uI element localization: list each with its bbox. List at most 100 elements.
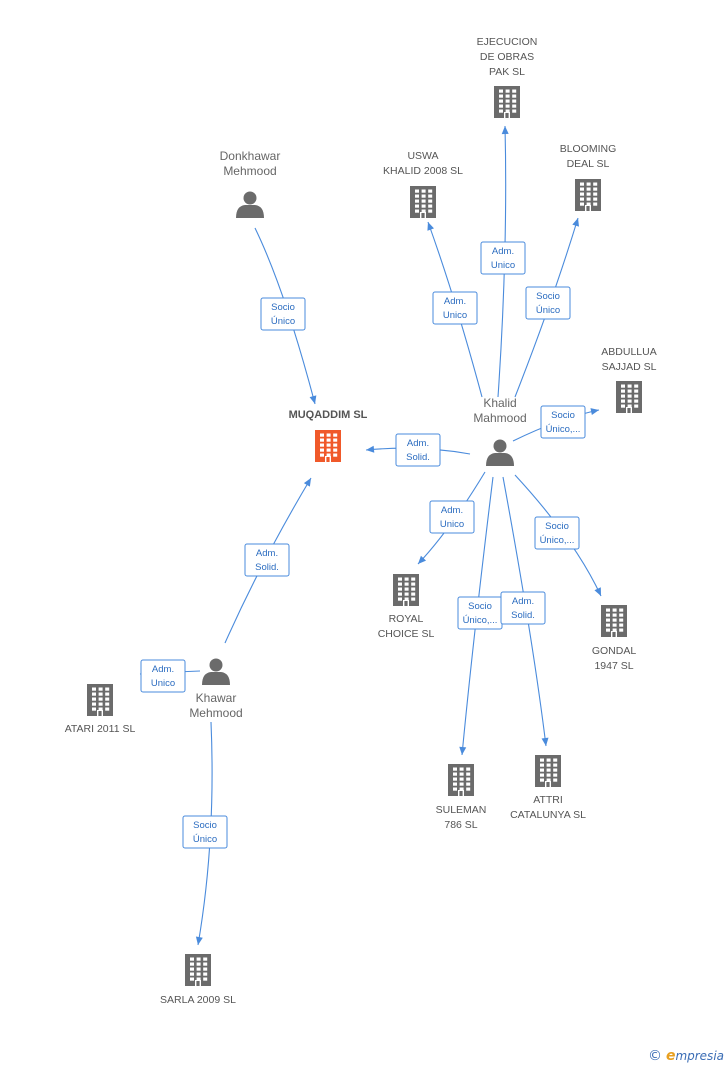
edge-label-text: Adm. xyxy=(492,246,514,257)
edge-label-text: Socio xyxy=(536,291,560,302)
brand-logo-text: mpresia xyxy=(675,1049,724,1063)
nodes-layer: MUQADDIM SL DonkhawarMehmoodKhalidMahmood… xyxy=(65,36,657,1006)
edge-label-text: Único xyxy=(271,316,295,327)
node-label: SULEMAN xyxy=(436,804,487,816)
edge-label-text: Adm. xyxy=(407,438,429,449)
building-icon xyxy=(185,954,211,986)
node-label: Khalid xyxy=(483,396,516,410)
edge-label-text: Adm. xyxy=(256,548,278,559)
node-label: 786 SL xyxy=(444,819,477,831)
edge-label-khalid-attri[interactable]: Adm.Solid. xyxy=(500,591,546,625)
edge-label-box xyxy=(525,286,571,320)
edge-label-text: Socio xyxy=(271,302,295,313)
edge-label-box xyxy=(480,241,526,275)
edge-label-box xyxy=(260,297,306,331)
edge-label-box xyxy=(244,543,290,577)
edge-label-khalid-abdullua[interactable]: SocioÚnico,... xyxy=(540,405,586,439)
node-label: DE OBRAS xyxy=(480,51,534,63)
node-label: CATALUNYA SL xyxy=(510,809,586,821)
edge-label-box xyxy=(429,500,475,534)
brand-logo-initial: e xyxy=(665,1048,676,1064)
edge-label-box xyxy=(534,516,580,550)
node-label: EJECUCION xyxy=(477,36,538,48)
edge-label-text: Adm. xyxy=(441,505,463,516)
arrow-head-icon xyxy=(590,408,599,416)
building-icon xyxy=(494,86,520,118)
footer-brand[interactable]: © empresia xyxy=(648,1048,724,1064)
edge-label-text: Solid. xyxy=(255,562,279,573)
arrow-head-icon xyxy=(459,746,467,755)
edge-label-khawar-atari[interactable]: Adm.Unico xyxy=(140,659,186,693)
node-label: Khawar xyxy=(196,691,237,705)
node-atari[interactable]: ATARI 2011 SL xyxy=(65,684,136,735)
arrow-head-icon xyxy=(195,936,203,945)
edge-label-text: Solid. xyxy=(406,452,430,463)
node-muqaddim[interactable]: MUQADDIM SL xyxy=(289,409,368,462)
edge-label-text: Socio xyxy=(545,521,569,532)
edge-label-text: Socio xyxy=(468,601,492,612)
arrow-head-icon xyxy=(541,737,549,746)
arrow-head-icon xyxy=(501,126,509,135)
edge-label-text: Unico xyxy=(151,678,175,689)
edge-line xyxy=(502,476,547,747)
arrow-head-icon xyxy=(309,395,317,404)
edge-label-khawar-muqaddim[interactable]: Adm. Solid. xyxy=(244,543,290,577)
edge-label-text: Unico xyxy=(443,310,467,321)
edge-label-khalid-ejecucion[interactable]: Adm.Unico xyxy=(480,241,526,275)
edge-label-text: Único,... xyxy=(463,615,498,626)
node-label: Mehmood xyxy=(223,164,276,178)
node-label: Mahmood xyxy=(473,411,526,425)
node-label: USWA xyxy=(407,150,438,162)
node-blooming[interactable]: BLOOMING DEAL SL xyxy=(560,143,617,211)
edge-label-khalid-royal[interactable]: Adm.Unico xyxy=(429,500,475,534)
edge-label-khalid-suleman[interactable]: SocioÚnico,... xyxy=(457,596,503,630)
arrow-head-icon xyxy=(594,587,601,596)
copyright-icon: © xyxy=(647,1048,662,1064)
edge-labels-layer: SocioÚnicoAdm.Solid.Adm.Solid.Adm.UnicoA… xyxy=(140,241,586,849)
edge-label-text: Adm. xyxy=(444,296,466,307)
node-label: ATARI 2011 SL xyxy=(65,723,136,735)
edge-label-text: Único xyxy=(536,305,560,316)
building-icon xyxy=(410,186,436,218)
arrow-head-icon xyxy=(366,445,375,453)
node-label: MUQADDIM SL xyxy=(289,409,368,421)
node-label: DEAL SL xyxy=(567,158,610,170)
edge-label-text: Socio xyxy=(551,410,575,421)
building-icon xyxy=(535,755,561,787)
edge-label-khalid-uswa[interactable]: Adm. Unico xyxy=(432,291,478,325)
arrow-head-icon xyxy=(427,222,434,231)
node-suleman[interactable]: SULEMAN 786 SL xyxy=(436,764,487,831)
edge-label-text: Adm. xyxy=(512,596,534,607)
edge-label-box xyxy=(395,433,441,467)
edge-label-khalid-muqaddim[interactable]: Adm. Solid. xyxy=(395,433,441,467)
node-sarla[interactable]: SARLA 2009 SL xyxy=(160,954,236,1006)
edge-label-box xyxy=(140,659,186,693)
node-label: BLOOMING xyxy=(560,143,617,155)
node-label: CHOICE SL xyxy=(378,628,435,640)
edge-label-box xyxy=(540,405,586,439)
node-label: ABDULLUA xyxy=(601,346,656,358)
edge-label-text: Único,... xyxy=(540,535,575,546)
edge-khalid-attri[interactable] xyxy=(502,476,549,747)
brand-logo[interactable]: empresia xyxy=(666,1048,724,1064)
building-icon xyxy=(616,381,642,413)
edge-label-khalid-gondal[interactable]: SocioÚnico,... xyxy=(534,516,580,550)
edge-label-text: Socio xyxy=(193,820,217,831)
node-label: 1947 SL xyxy=(594,660,633,672)
edge-label-box xyxy=(500,591,546,625)
node-label: Mehmood xyxy=(189,706,242,720)
building-icon xyxy=(448,764,474,796)
